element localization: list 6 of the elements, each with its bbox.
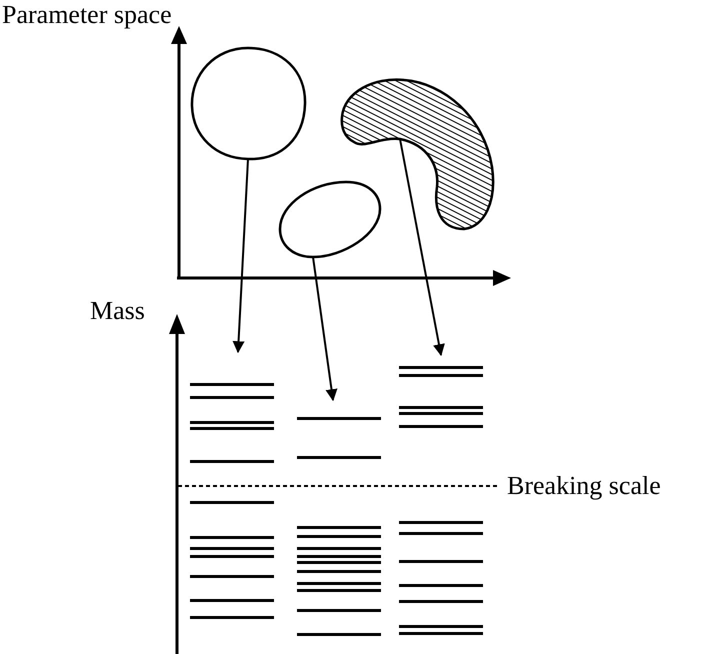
axis-label: Breaking scale bbox=[507, 473, 661, 499]
arrow bbox=[312, 256, 338, 402]
arrow bbox=[399, 138, 445, 356]
arrow bbox=[232, 158, 249, 354]
axis-label: Parameter space bbox=[2, 2, 172, 28]
axis-label: Mass bbox=[90, 298, 145, 324]
